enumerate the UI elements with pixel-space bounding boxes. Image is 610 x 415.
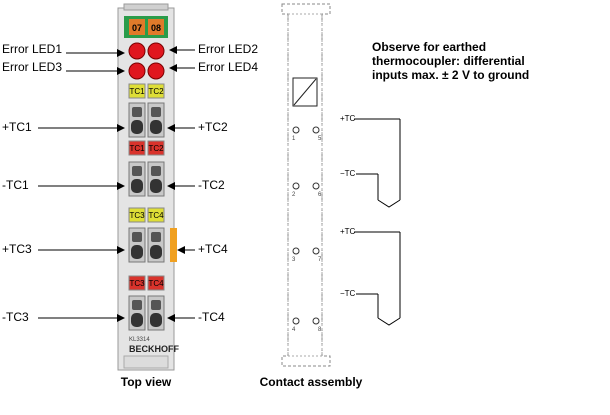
orange-marker-bar (170, 228, 177, 262)
contact-7 (312, 247, 320, 255)
label-error-led1: Error LED1 (2, 42, 62, 56)
led-tc3-yellow (128, 207, 146, 223)
thermocouple-schematic: +TC −TC +TC −TC (340, 114, 401, 326)
led-tc3-yellow-text: TC3 (129, 211, 145, 220)
terminal-hole-3 (131, 245, 143, 259)
thermocouple-junction-1 (377, 199, 401, 208)
label-plus-tc3: +TC3 (2, 242, 32, 256)
module-model: KL3314 (129, 337, 150, 343)
label-plus-tc2: +TC2 (198, 120, 228, 134)
contact-number-1: 1 (292, 136, 296, 142)
led-tc3-red (128, 275, 146, 291)
led-tc2-yellow-text: TC2 (148, 87, 164, 96)
contact-number-7: 7 (318, 257, 322, 263)
led-tc3-red-text: TC3 (129, 279, 145, 288)
note-line-2: thermocoupler: differential (372, 54, 525, 68)
caption-top-view: Top view (121, 375, 172, 389)
channel-tag-left-text: 07 (132, 23, 142, 33)
led-tc2-red-text: TC2 (148, 144, 164, 153)
contact-4 (292, 317, 300, 325)
terminal-clamp-3 (132, 232, 142, 242)
terminal-module: 07 08 TC1 TC2 TC1 TC2 TC3 TC4 TC3 TC4 (117, 3, 179, 371)
note-line-1: Observe for earthed (372, 40, 486, 54)
earthing-note: Observe for earthed thermocoupler: diffe… (372, 40, 529, 82)
terminal-clamp-4 (132, 300, 142, 310)
contact-frame-inner (287, 13, 323, 357)
caption-contact-assembly: Contact assembly (260, 375, 363, 389)
label-error-led3: Error LED3 (2, 60, 62, 74)
contact-1 (292, 126, 300, 134)
channel-tag-left (129, 19, 145, 35)
label-error-led2: Error LED2 (198, 42, 258, 56)
right-labels: Error LED2 Error LED4 +TC2 -TC2 +TC4 -TC… (167, 42, 258, 324)
label-minus-tc1: -TC1 (2, 178, 29, 192)
channel-tag-right (148, 19, 164, 35)
module-top-latch (123, 3, 169, 11)
led-tc1-yellow-text: TC1 (129, 87, 145, 96)
led-tc1-red (128, 140, 146, 156)
label-plus-tc1: +TC1 (2, 120, 32, 134)
led-tc2-red (147, 140, 165, 156)
error-led-3 (128, 62, 146, 80)
module-bottom-latch (123, 355, 169, 369)
converter-diagonal (293, 78, 317, 106)
terminal-clamp-1 (132, 107, 142, 117)
led-tc1-red-text: TC1 (129, 144, 145, 153)
label-minus-tc4: -TC4 (198, 310, 225, 324)
terminal-clamp-8 (151, 300, 161, 310)
terminal-hole-5 (150, 120, 162, 134)
contact-2 (292, 182, 300, 190)
label-error-led4: Error LED4 (198, 60, 258, 74)
contact-number-2: 2 (292, 192, 296, 198)
terminal-hole-2 (131, 179, 143, 193)
led-tc4-yellow (147, 207, 165, 223)
contact-number-6: 6 (318, 192, 322, 198)
left-labels: Error LED1 Error LED3 +TC1 -TC1 +TC3 -TC… (2, 42, 125, 324)
module-brand: BECKHOFF (129, 344, 179, 354)
schematic-plus-tc-2: +TC (340, 227, 356, 236)
led-tc1-yellow (128, 83, 146, 99)
schematic-minus-tc-1: −TC (340, 169, 356, 178)
error-led-2 (147, 42, 165, 60)
terminal-hole-7 (150, 245, 162, 259)
terminal-hole-8 (150, 313, 162, 327)
led-tc4-red (147, 275, 165, 291)
label-plus-tc4: +TC4 (198, 242, 228, 256)
thermocouple-junction-2 (377, 317, 401, 326)
error-led-1 (128, 42, 146, 60)
led-tc4-red-text: TC4 (148, 279, 164, 288)
spring-terminals (128, 102, 165, 331)
contact-frame-outline (281, 3, 331, 367)
contact-number-8: 8 (318, 327, 322, 333)
schematic-minus-tc-2: −TC (340, 289, 356, 298)
schematic-plus-tc-1: +TC (340, 114, 356, 123)
terminal-hole-4 (131, 313, 143, 327)
led-tc2-yellow (147, 83, 165, 99)
terminal-clamp-5 (151, 107, 161, 117)
contact-8 (312, 317, 320, 325)
contact-6 (312, 182, 320, 190)
terminal-hole-1 (131, 120, 143, 134)
label-minus-tc2: -TC2 (198, 178, 225, 192)
contact-assembly: 1 5 2 6 3 7 4 8 (281, 3, 331, 367)
terminal-clamp-2 (132, 166, 142, 176)
terminal-hole-6 (150, 179, 162, 193)
contact-5 (312, 126, 320, 134)
terminal-clamp-6 (151, 166, 161, 176)
contact-number-5: 5 (318, 136, 322, 142)
contact-number-4: 4 (292, 327, 296, 333)
terminal-clamp-7 (151, 232, 161, 242)
contact-3 (292, 247, 300, 255)
led-tc4-yellow-text: TC4 (148, 211, 164, 220)
channel-tag-right-text: 08 (151, 23, 161, 33)
label-minus-tc3: -TC3 (2, 310, 29, 324)
error-led-4 (147, 62, 165, 80)
contact-number-3: 3 (292, 257, 296, 263)
note-line-3: inputs max. ± 2 V to ground (372, 68, 529, 82)
module-body (117, 7, 175, 371)
